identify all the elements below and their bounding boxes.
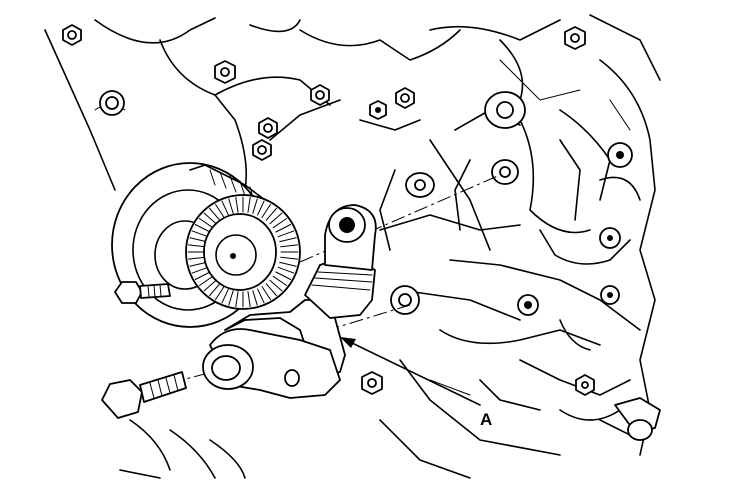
pulley-rib — [252, 198, 258, 214]
boss — [99, 90, 125, 116]
pulley-rib — [191, 230, 209, 238]
pulley-rib — [275, 271, 292, 280]
pulley-rib — [187, 256, 206, 260]
pulley-rib — [194, 271, 211, 280]
pulley-rib — [272, 218, 288, 229]
pulley-rib — [277, 266, 295, 274]
bolt-head — [361, 371, 383, 395]
bolt-head — [214, 60, 236, 84]
pulley-rib — [221, 200, 229, 216]
bolt-head — [369, 100, 387, 120]
pulley-rib — [275, 224, 292, 233]
pulley-rib — [194, 224, 211, 233]
bolt-head — [310, 84, 330, 106]
pulley-rib — [198, 218, 214, 229]
idler-pulley — [185, 194, 301, 310]
right-fitting — [614, 397, 661, 441]
pulley-rib — [215, 286, 225, 301]
pulley-rib — [280, 244, 299, 248]
pulley-rib — [269, 212, 283, 225]
pulley-rib — [235, 196, 239, 213]
pulley-rib — [209, 283, 221, 297]
pulley-rib — [280, 256, 299, 260]
pulley-rib — [247, 196, 251, 213]
pulley-rib — [265, 207, 277, 221]
pulley-rib — [189, 237, 207, 243]
tensioner-assembly — [202, 204, 377, 399]
callout-a: A — [340, 337, 492, 429]
block-bolts — [62, 24, 595, 396]
pulley-rib — [247, 291, 251, 308]
pulley-rib — [261, 203, 271, 218]
bolt-head — [564, 26, 586, 50]
pulley-rib — [215, 203, 225, 218]
pulley-rib — [203, 212, 217, 225]
pulley-rib — [269, 279, 283, 292]
pulley-rib — [279, 261, 297, 267]
boss — [600, 285, 620, 305]
bolt-head — [575, 374, 595, 396]
pulley-rib — [279, 237, 297, 243]
callout-a-label: A — [480, 410, 492, 429]
boss — [517, 294, 539, 316]
pulley-rib — [261, 286, 271, 301]
bolt-head — [252, 139, 272, 161]
pulley-rib — [198, 275, 214, 286]
pulley-rib — [228, 290, 234, 306]
bolt-head — [62, 24, 82, 46]
bolt-head — [395, 87, 415, 109]
upper-bolt — [114, 281, 171, 304]
pulley-rib — [235, 291, 239, 308]
pulley-rib — [203, 279, 217, 292]
boss — [607, 142, 633, 168]
boss — [599, 227, 621, 249]
pulley-rib — [252, 290, 258, 306]
boss — [390, 285, 420, 315]
lower-bolt — [101, 371, 187, 419]
boss — [405, 172, 435, 198]
pulley-rib — [265, 283, 277, 297]
pulley-rib — [187, 244, 206, 248]
bolt-head — [258, 117, 278, 139]
boss — [484, 91, 526, 129]
boss — [491, 159, 519, 185]
pulley-rib — [257, 288, 265, 304]
pulley-rib — [221, 288, 229, 304]
pulley-rib — [189, 261, 207, 267]
pulley-rib — [209, 207, 221, 221]
block-bosses — [99, 90, 633, 316]
pulley-rib — [257, 200, 265, 216]
pulley-rib — [272, 275, 288, 286]
pulley-rib — [228, 198, 234, 214]
pulley-rib — [191, 266, 209, 274]
pulley-rib — [277, 230, 295, 238]
